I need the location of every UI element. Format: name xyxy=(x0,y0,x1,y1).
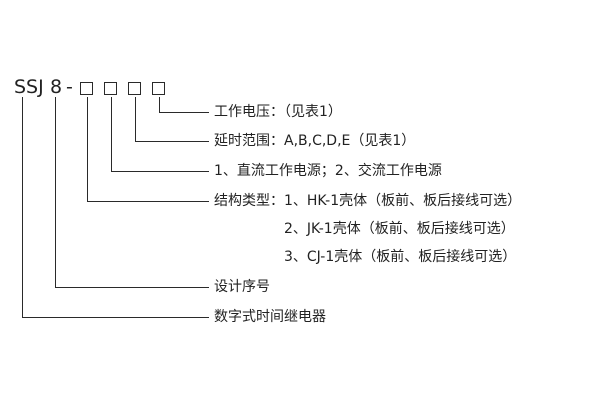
connector-delay-range-hline xyxy=(135,141,209,142)
callout-delay-range: 延时范围：A,B,C,D,E（见表1） xyxy=(214,133,416,149)
model-placeholder-box-2 xyxy=(104,82,117,95)
connector-structure-type-hline xyxy=(87,201,209,202)
connector-delay-range-vline xyxy=(135,97,136,141)
connector-structure-type-vline xyxy=(87,97,88,201)
connector-product-name-hline xyxy=(22,317,209,318)
callout-structure-type-3: 3、CJ-1壳体（板前、板后接线可选） xyxy=(284,249,517,265)
callout-power-type: 1、直流工作电源；2、交流工作电源 xyxy=(214,163,442,179)
connector-product-name-vline xyxy=(22,97,23,317)
callout-structure-type-2: 2、JK-1壳体（板前、板后接线可选） xyxy=(284,221,515,237)
model-placeholder-box-4 xyxy=(152,82,165,95)
connector-power-type-hline xyxy=(111,171,209,172)
connector-power-type-vline xyxy=(111,97,112,171)
callout-product-name: 数字式时间继电器 xyxy=(214,309,326,325)
model-placeholder-box-3 xyxy=(128,82,141,95)
callout-structure-type-1: 结构类型：1、HK-1壳体（板前、板后接线可选） xyxy=(214,193,522,209)
connector-working-voltage-vline xyxy=(159,97,160,112)
model-separator-text: - xyxy=(66,76,73,98)
model-design-number-text: 8 xyxy=(50,76,63,98)
callout-design-serial: 设计序号 xyxy=(214,279,270,295)
connector-design-serial-vline xyxy=(55,97,56,287)
connector-working-voltage-hline xyxy=(159,112,209,113)
connector-design-serial-hline xyxy=(55,287,209,288)
model-placeholder-box-1 xyxy=(80,82,93,95)
model-series-text: SSJ xyxy=(14,76,44,98)
callout-working-voltage: 工作电压：（见表1） xyxy=(214,104,342,120)
